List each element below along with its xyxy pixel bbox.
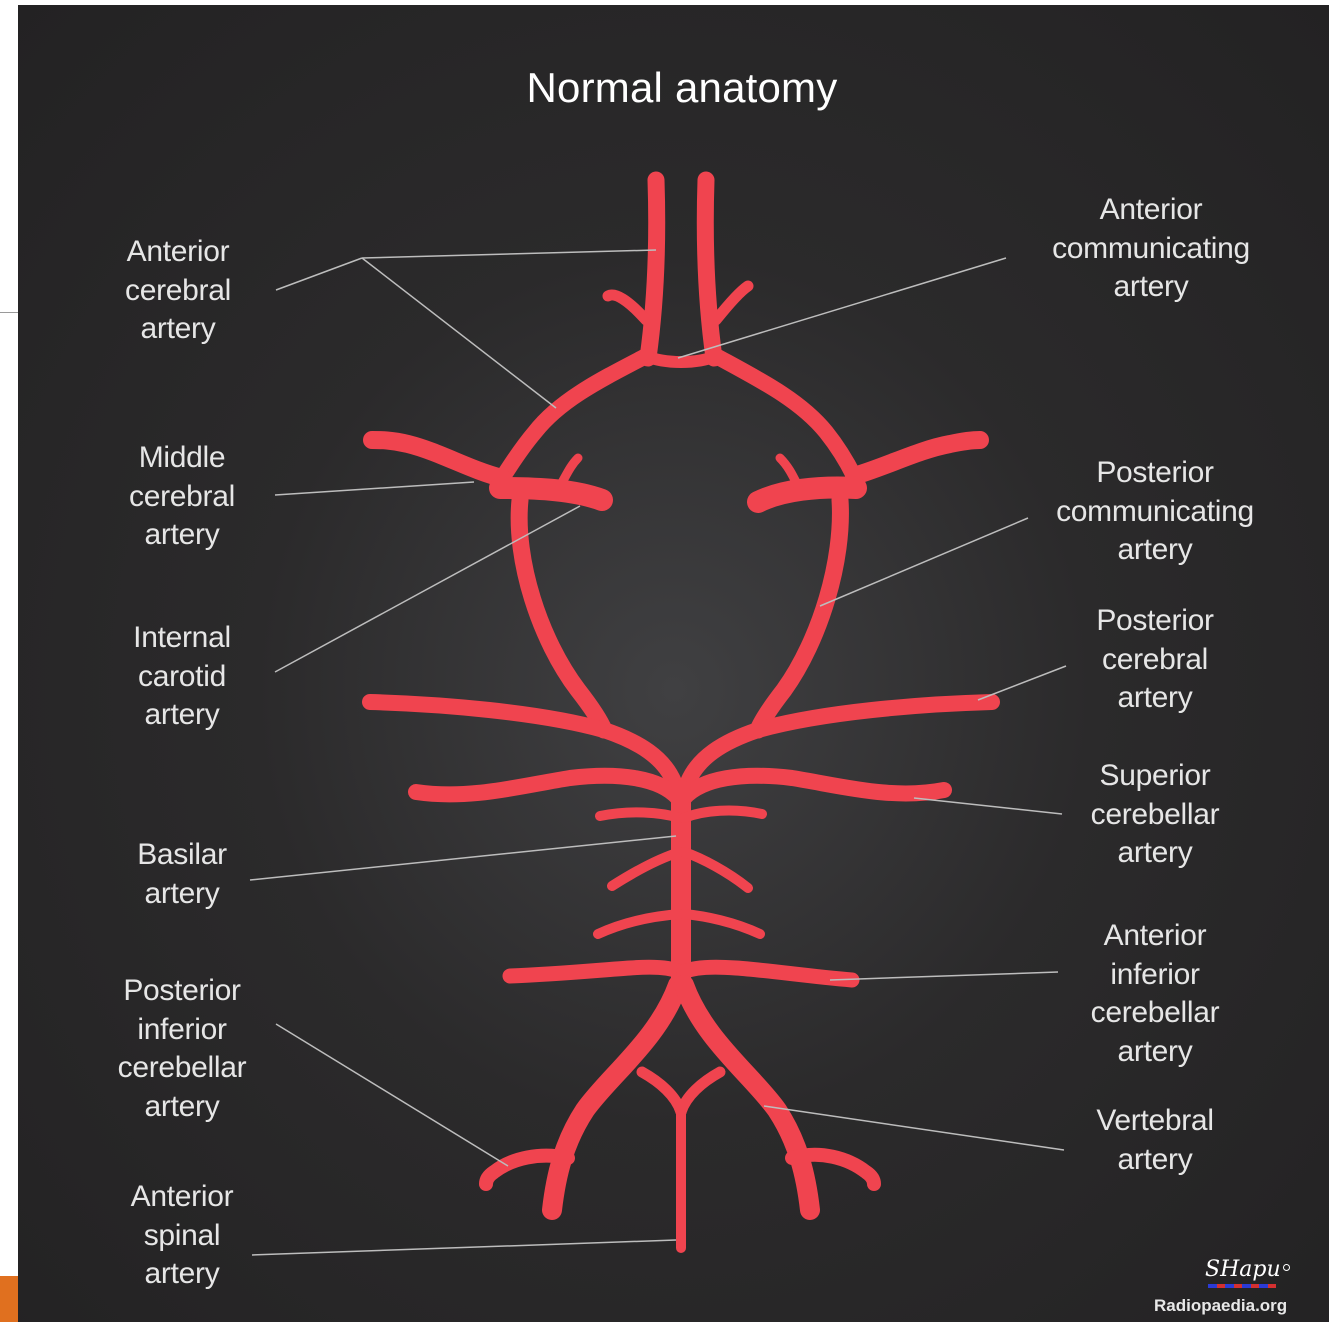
label-basilar-artery: Basilar artery bbox=[62, 836, 302, 913]
right-anterior-spinal-root bbox=[681, 1072, 720, 1112]
left-anterior-cerebral-artery-a2 bbox=[648, 180, 657, 358]
leader-aca-2 bbox=[362, 250, 656, 258]
right-posterior-communicating-artery bbox=[758, 500, 840, 730]
leader-aca-3 bbox=[362, 258, 556, 408]
label-superior-cerebellar-artery: Superior cerebellar artery bbox=[1035, 757, 1275, 873]
left-anterior-spinal-root bbox=[642, 1072, 681, 1112]
leader-pica bbox=[276, 1024, 508, 1166]
leader-pcom bbox=[820, 518, 1028, 606]
left-middle-cerebral-artery bbox=[372, 440, 502, 478]
right-superior-cerebellar-artery bbox=[684, 776, 944, 798]
left-aca-twig bbox=[608, 295, 646, 320]
right-anterior-cerebral-artery-a2 bbox=[705, 180, 714, 358]
watermark-site: Radiopaedia.org bbox=[1154, 1296, 1287, 1316]
right-anterior-inferior-cerebellar-artery bbox=[684, 967, 852, 980]
leader-asa bbox=[252, 1240, 676, 1255]
left-superior-cerebellar-artery bbox=[416, 776, 678, 798]
pontine-branch-mid-left bbox=[612, 852, 680, 886]
label-anterior-spinal-artery: Anterior spinal artery bbox=[62, 1178, 302, 1294]
arterial-tree bbox=[370, 180, 992, 1248]
pontine-branch-upper-right bbox=[684, 811, 762, 818]
watermark-signature: SHapu bbox=[1205, 1257, 1281, 1282]
right-vertebral-artery bbox=[684, 985, 810, 1210]
label-posterior-inferior-cerebellar-artery: Posterior inferior cerebellar artery bbox=[62, 972, 302, 1126]
diagram-title: Normal anatomy bbox=[420, 64, 944, 112]
pontine-branch-mid-right bbox=[684, 852, 748, 888]
label-internal-carotid-artery: Internal carotid artery bbox=[62, 619, 302, 735]
left-anterior-inferior-cerebellar-artery bbox=[510, 967, 680, 976]
leader-basilar bbox=[250, 836, 676, 880]
leader-vertebral bbox=[764, 1106, 1064, 1150]
leader-aica bbox=[830, 972, 1058, 980]
label-posterior-cerebral-artery: Posterior cerebral artery bbox=[1035, 602, 1275, 718]
label-anterior-inferior-cerebellar-artery: Anterior inferior cerebellar artery bbox=[1035, 917, 1275, 1071]
watermark-dot-icon bbox=[1283, 1264, 1290, 1271]
pontine-branch-low-left bbox=[598, 914, 680, 934]
label-middle-cerebral-artery: Middle cerebral artery bbox=[62, 439, 302, 555]
pontine-branch-low-right bbox=[684, 914, 760, 934]
right-middle-cerebral-artery bbox=[854, 440, 980, 476]
label-anterior-communicating-artery: Anterior communicating artery bbox=[1031, 191, 1271, 307]
left-posterior-communicating-artery bbox=[519, 500, 604, 730]
label-vertebral-artery: Vertebral artery bbox=[1035, 1102, 1275, 1179]
left-vertebral-artery bbox=[552, 985, 678, 1210]
label-posterior-communicating-artery: Posterior communicating artery bbox=[1035, 454, 1275, 570]
label-anterior-cerebral-artery: Anterior cerebral artery bbox=[58, 233, 298, 349]
watermark-stripe bbox=[1208, 1284, 1276, 1288]
pontine-branch-upper-left bbox=[600, 812, 680, 818]
leader-mca bbox=[275, 482, 474, 495]
right-aca-twig bbox=[716, 286, 748, 320]
